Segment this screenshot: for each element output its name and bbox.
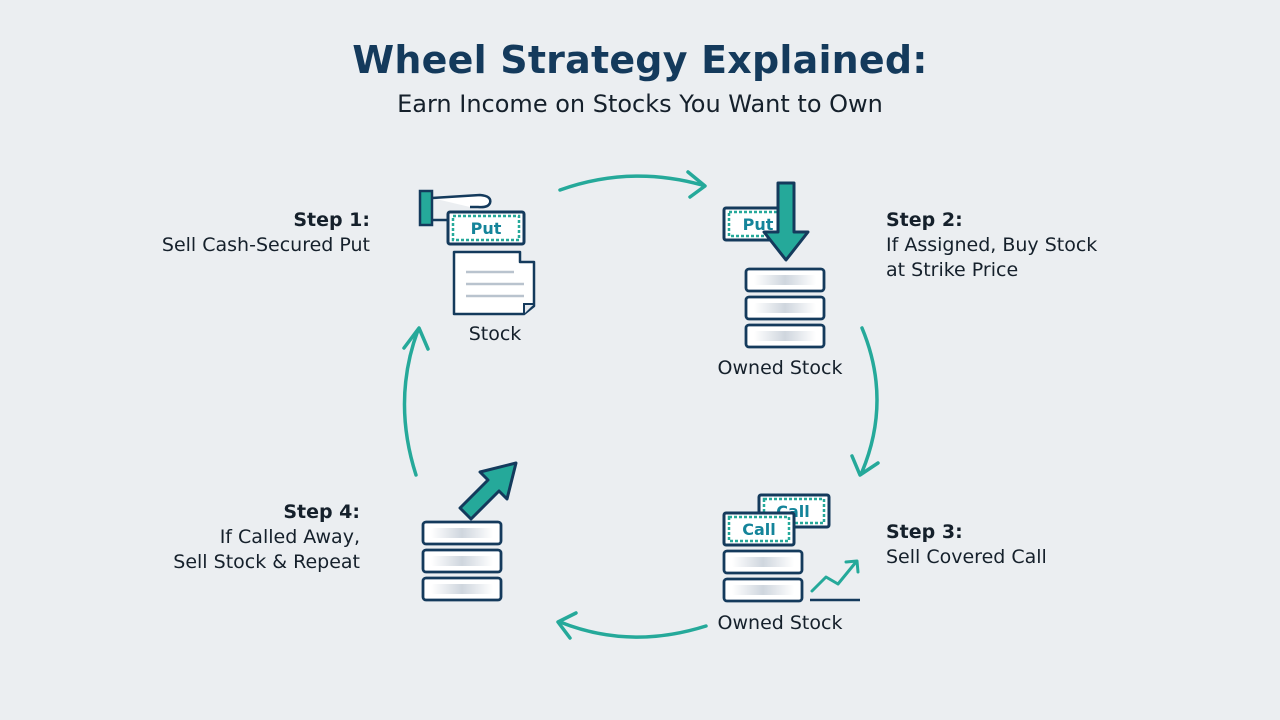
call-ticket-icon: Call [722, 511, 796, 547]
step-3-title: Step 3: [886, 521, 963, 543]
step-1-desc: Sell Cash-Secured Put [161, 234, 370, 256]
step-3-desc: Sell Covered Call [886, 546, 1047, 568]
stock-stack-icon [744, 267, 826, 349]
cycle-arrow-icon [850, 326, 880, 477]
stock-stack-icon [421, 520, 503, 602]
page-subtitle: Earn Income on Stocks You Want to Own [397, 90, 883, 118]
put-label: Put [471, 219, 502, 238]
down-arrow-icon [762, 181, 810, 262]
put-ticket-icon: Put [446, 210, 526, 246]
page-title: Wheel Strategy Explained: [352, 38, 928, 82]
step-4-label: Step 4: If Called Away, Sell Stock & Rep… [100, 500, 360, 575]
stock-caption: Stock [468, 323, 522, 345]
owned-stock-caption-top: Owned Stock [717, 357, 843, 379]
cycle-arrow-icon [558, 170, 707, 199]
cycle-arrow-icon [556, 611, 708, 640]
step-1-title: Step 1: [293, 209, 370, 231]
owned-stock-caption-bottom: Owned Stock [717, 612, 843, 634]
step-1-label: Step 1: Sell Cash-Secured Put [110, 208, 370, 258]
call-label-front: Call [742, 520, 776, 539]
stock-stack-icon [722, 549, 804, 603]
up-right-arrow-icon [458, 461, 518, 521]
hand-holding-put-icon [418, 189, 492, 227]
document-icon [452, 250, 536, 316]
step-3-label: Step 3: Sell Covered Call [886, 520, 1166, 570]
put-label: Put [743, 215, 774, 234]
step-4-title: Step 4: [283, 501, 360, 523]
step-2-label: Step 2: If Assigned, Buy Stock at Strike… [886, 208, 1166, 283]
step-2-title: Step 2: [886, 209, 963, 231]
trend-up-chart-icon [810, 559, 860, 602]
step-4-desc: If Called Away, Sell Stock & Repeat [173, 526, 360, 573]
step-2-desc: If Assigned, Buy Stock at Strike Price [886, 234, 1098, 281]
cycle-arrow-icon [402, 326, 430, 477]
